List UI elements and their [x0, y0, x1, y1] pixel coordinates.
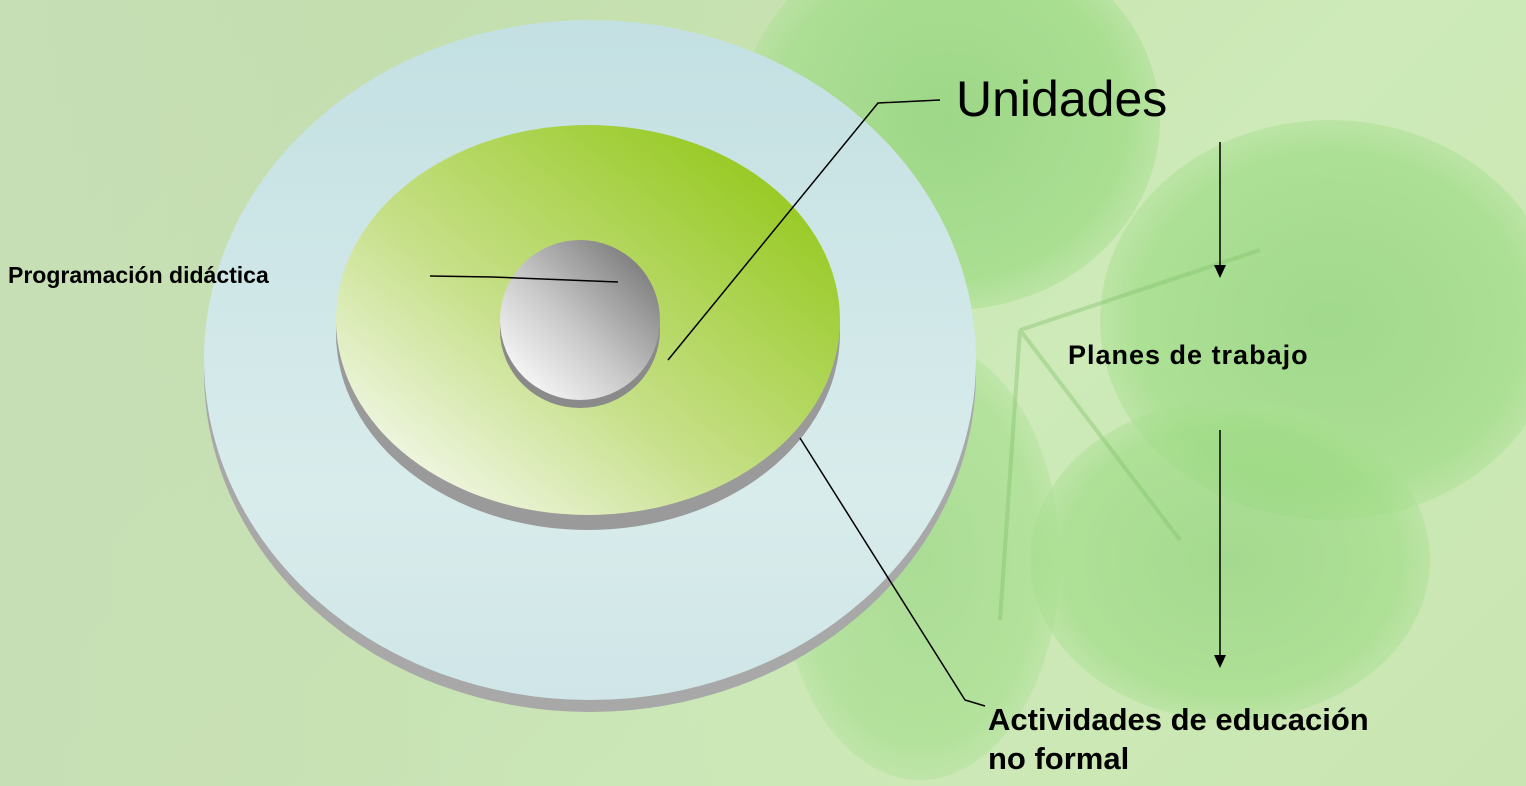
connector-programacion — [429, 275, 619, 283]
clover-leaf-bottom-right — [1030, 400, 1430, 720]
inner-disc — [500, 240, 660, 408]
connector-unidades — [667, 99, 941, 361]
connector-actividades — [799, 437, 986, 707]
arrow-down-icon — [1214, 655, 1226, 668]
label-actividades-line1: Actividades de educación — [988, 702, 1369, 737]
label-planes-de-trabajo: Planes de trabajo — [1068, 340, 1309, 370]
label-programacion-didactica: Programación didáctica — [8, 262, 269, 288]
label-unidades: Unidades — [956, 71, 1168, 127]
label-actividades-educacion-no-formal: Actividades de educación no formal — [988, 700, 1369, 778]
inner-disc-face — [500, 240, 660, 400]
arrow-down-icon — [1214, 265, 1226, 278]
arrow-planes-to-actividades — [1214, 430, 1226, 668]
arrow-unidades-to-planes — [1214, 142, 1226, 278]
label-actividades-line2: no formal — [988, 741, 1130, 776]
